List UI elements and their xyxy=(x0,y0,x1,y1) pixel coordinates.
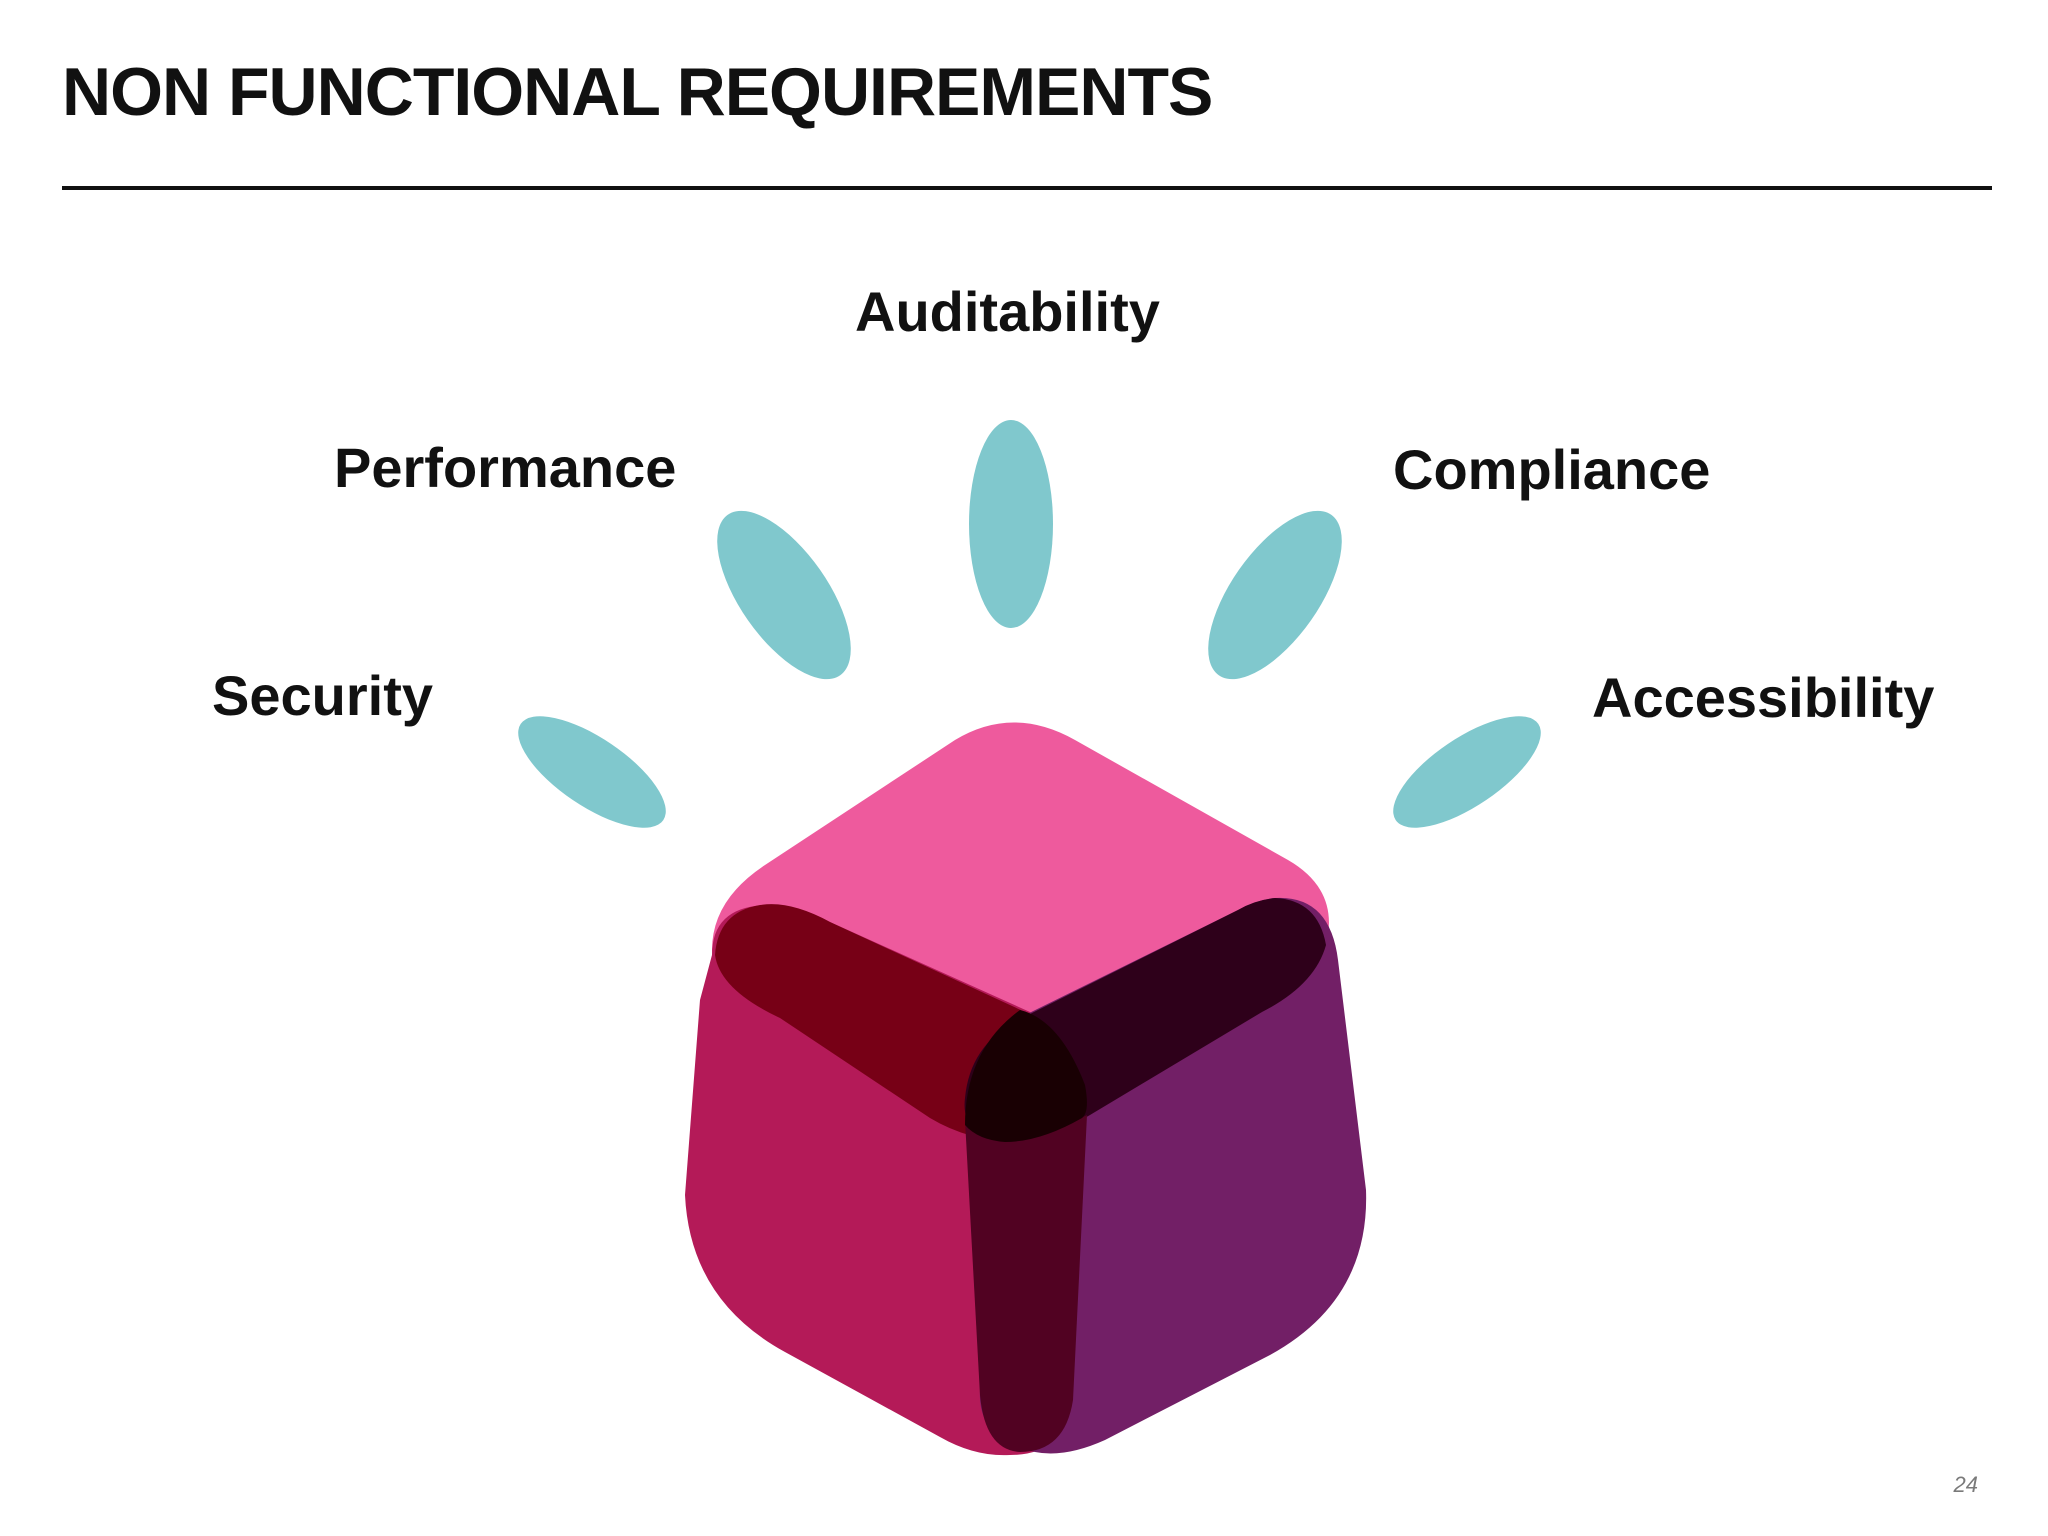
ray-auditability xyxy=(969,420,1053,628)
ray-compliance xyxy=(1208,510,1342,680)
cube-overlap-bottom xyxy=(965,1115,1087,1452)
page-number: 24 xyxy=(1953,1472,1978,1497)
slide-title: NON FUNCTIONAL REQUIREMENTS xyxy=(62,54,1213,130)
label-auditability: Auditability xyxy=(855,280,1160,343)
label-security: Security xyxy=(212,664,433,727)
label-compliance: Compliance xyxy=(1393,438,1711,501)
ray-performance xyxy=(717,510,851,680)
label-accessibility: Accessibility xyxy=(1592,666,1935,729)
ray-security xyxy=(518,716,666,828)
label-performance: Performance xyxy=(334,436,677,499)
cube-overlap-center xyxy=(965,1010,1087,1142)
title-divider xyxy=(62,186,1992,190)
rays-group xyxy=(518,420,1541,828)
ray-accessibility xyxy=(1393,716,1541,828)
